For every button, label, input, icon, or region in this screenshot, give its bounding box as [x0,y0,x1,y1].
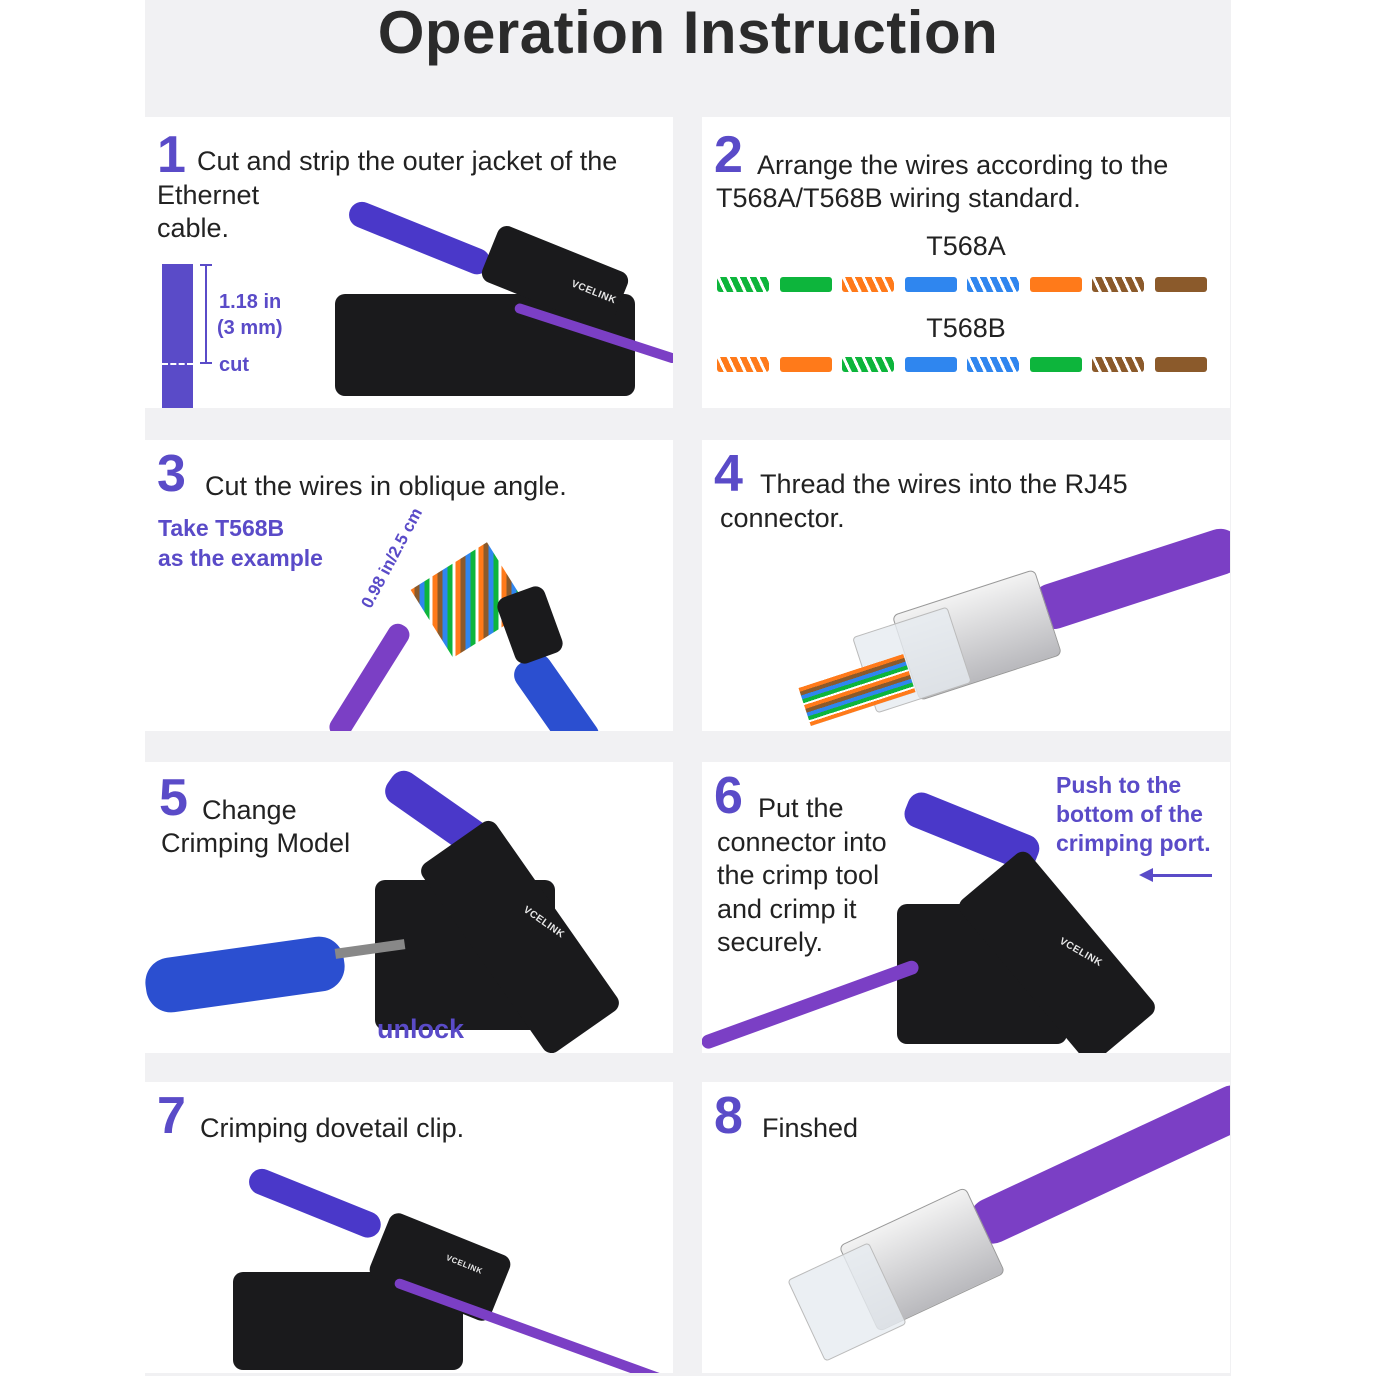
step-number: 4 [714,445,743,503]
step-text: Change [202,795,297,825]
step-number: 6 [714,767,743,825]
wire-green-solid [779,277,832,292]
step-text: Finshed [762,1113,859,1143]
step-number: 1 [157,126,186,184]
push-note: Push to the [1056,772,1182,798]
wire-green-solid [1029,357,1082,372]
push-note: bottom of the [1056,801,1203,827]
measure-mm-label: (3 mm) [217,317,283,339]
wire-orange-solid [1029,277,1082,292]
wire-brown-solid [1154,357,1207,372]
step-8-panel: 8 Finshed [702,1082,1230,1373]
standard-label-t568a: T568A [926,231,1006,261]
arrow-left-icon [1139,868,1212,882]
cable [702,958,921,1051]
wire-orange-solid [779,357,832,372]
cable [1024,523,1230,635]
wire-brown-striped [1092,357,1144,372]
step-1-panel: 1 Cut and strip the outer jacket of the … [145,117,673,408]
measure-label: 1.18 in [219,291,282,313]
step-text: Put the [758,793,844,823]
screwdriver [145,933,348,1016]
cut-line [162,363,193,365]
wire-blue-solid [904,357,957,372]
cable-diagram [162,264,193,408]
cut-label: cut [219,354,249,376]
wire-cutter [494,583,566,667]
step-number: 8 [714,1087,743,1145]
wire-brown-striped [1092,277,1144,292]
wire-green-striped [717,277,769,292]
wire-brown-solid [1154,277,1207,292]
example-note: as the example [158,545,323,571]
step-number: 5 [159,769,188,827]
wire-blue-striped [967,357,1019,372]
wires [798,653,916,727]
cable [325,619,414,731]
wire-blue-striped [967,277,1019,292]
push-note: crimping port. [1056,830,1211,856]
unlock-label: unlock [377,1014,465,1044]
step-text: Thread the wires into the RJ45 [760,469,1128,499]
step-text: connector into [717,827,887,857]
step-text: Cut and strip the outer jacket of the [197,146,618,176]
step-number: 7 [157,1087,186,1145]
step-2-panel: 2 Arrange the wires according to the T56… [702,117,1230,408]
step-text: Crimping dovetail clip. [200,1113,465,1143]
standard-label-t568b: T568B [926,313,1006,343]
step-6-panel: 6 Put the connector into the crimp tool … [702,762,1230,1053]
step-text: the crimp tool [717,860,880,890]
wire-orange-striped [842,277,894,292]
example-note: Take T568B [158,515,285,541]
step-4-panel: 4 Thread the wires into the RJ45 connect… [702,440,1230,731]
tool-handle [345,197,494,279]
wire-blue-solid [904,277,957,292]
step-text: and crimp it [717,894,857,924]
step-text: connector. [720,503,845,533]
wire-orange-striped [717,357,769,372]
step-text: cable. [157,213,230,243]
step-text: Crimping Model [161,828,351,858]
step-text: T568A/T568B wiring standard. [716,183,1081,213]
step-text: securely. [717,927,824,957]
step-text: Arrange the wires according to the [757,150,1169,180]
wire-green-striped [842,357,894,372]
step-text: Cut the wires in oblique angle. [205,471,567,501]
measure-bracket [200,264,212,364]
page-title: Operation Instruction [377,0,999,66]
step-text: Ethernet [157,180,260,210]
step-number: 2 [714,126,743,184]
tool-handle [245,1164,385,1242]
step-3-panel: 3 Cut the wires in oblique angle. Take T… [145,440,673,731]
step-5-panel: 5 Change Crimping Model VCELINK unlock [145,762,673,1053]
step-number: 3 [157,445,186,503]
step-7-panel: 7 Crimping dovetail clip. VCELINK [145,1082,673,1373]
cable [962,1082,1230,1251]
